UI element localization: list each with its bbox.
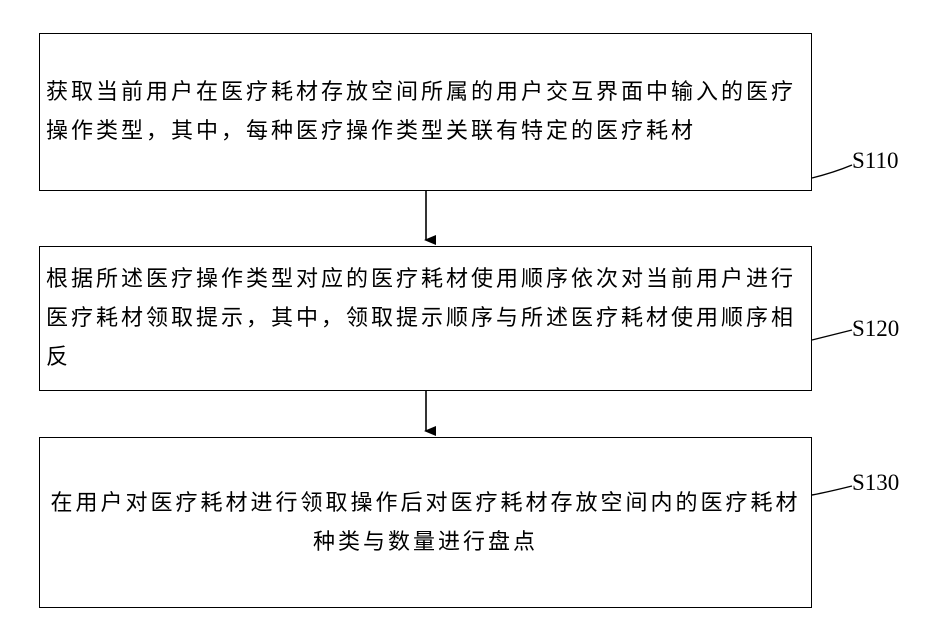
step-text-s130: 在用户对医疗耗材进行领取操作后对医疗耗材存放空间内的医疗耗材种类与数量进行盘点 (46, 484, 805, 562)
step-text-s110: 获取当前用户在医疗耗材存放空间所属的用户交互界面中输入的医疗操作类型，其中，每种… (46, 73, 805, 151)
leader-line-s130 (812, 486, 852, 495)
step-box-s120: 根据所述医疗操作类型对应的医疗耗材使用顺序依次对当前用户进行医疗耗材领取提示，其… (39, 246, 812, 391)
leader-line-s110 (812, 165, 852, 178)
step-box-s130: 在用户对医疗耗材进行领取操作后对医疗耗材存放空间内的医疗耗材种类与数量进行盘点 (39, 437, 812, 608)
step-label-s120: S120 (852, 316, 899, 342)
step-label-s110: S110 (852, 148, 898, 174)
step-label-s130: S130 (852, 470, 899, 496)
leader-line-s120 (812, 330, 852, 340)
step-box-s110: 获取当前用户在医疗耗材存放空间所属的用户交互界面中输入的医疗操作类型，其中，每种… (39, 33, 812, 191)
step-text-s120: 根据所述医疗操作类型对应的医疗耗材使用顺序依次对当前用户进行医疗耗材领取提示，其… (46, 260, 805, 377)
